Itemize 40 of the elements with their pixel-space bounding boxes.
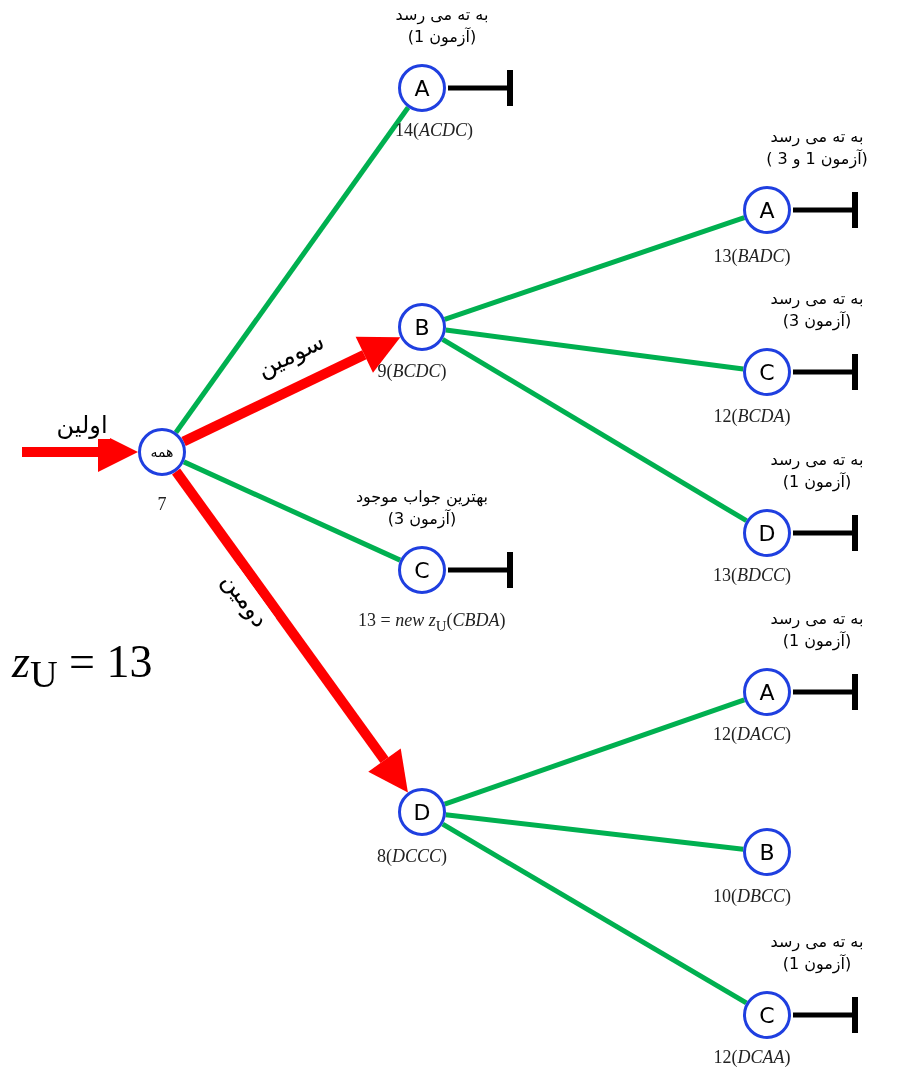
bound-value: 12(BCDA) (713, 406, 791, 427)
connector-line (182, 459, 402, 563)
bound-value: 8(DCCC) (377, 846, 448, 867)
node-note: به ته می رسد (آزمون 1) (769, 449, 865, 493)
tree-node-circle: D (398, 788, 446, 836)
node-note: به ته می رسد (آزمون 3) (769, 288, 865, 332)
arrow (172, 468, 408, 793)
bound-value: 12(DCAA) (713, 1047, 791, 1068)
tree-node-circle: A (398, 64, 446, 112)
tree-node-circle: C (398, 546, 446, 594)
tree-node-circle: D (743, 509, 791, 557)
tree-node-circle: C (743, 991, 791, 1039)
bound-label: z$_{U}$ = 13 (12, 635, 153, 697)
tree-node-circle: C (743, 348, 791, 396)
tree-node-circle: A (743, 186, 791, 234)
bound-value: 14(ACDC) (395, 120, 473, 141)
node-note: به ته می رسد (آزمون 1) (769, 931, 865, 975)
connector-line (445, 812, 744, 852)
bound-value: 9(BCDC) (377, 361, 447, 382)
tree-node-circle: B (398, 303, 446, 351)
connector-line (173, 106, 411, 434)
node-note: به ته می رسد (آزمون 1) (769, 608, 865, 652)
arrow (181, 336, 401, 447)
bound-value: 10(DBCC) (713, 886, 791, 907)
node-note: به ته می رسد (آزمون 1 و 3 ) (765, 126, 869, 170)
bound-value: 13 = new z$_{U}$(CBDA) (358, 610, 506, 635)
bound-value: 13(BADC) (713, 246, 791, 267)
node-note: به ته می رسد (آزمون 1) (394, 4, 490, 48)
connector-line (441, 822, 748, 1005)
connector-line (441, 337, 748, 523)
tree-node-circle: B (743, 828, 791, 876)
tree-node-circle: A (743, 668, 791, 716)
bound-value: 13(BDCC) (713, 565, 791, 586)
tree-node-circle: همه (138, 428, 186, 476)
connector-line (445, 327, 744, 372)
connector-line (443, 697, 746, 807)
bound-value: 7 (157, 494, 167, 515)
bound-value: 12(DACC) (713, 724, 791, 745)
node-note: بهترین جواب موجود (آزمون 3) (354, 486, 490, 530)
connector-line (443, 215, 746, 322)
